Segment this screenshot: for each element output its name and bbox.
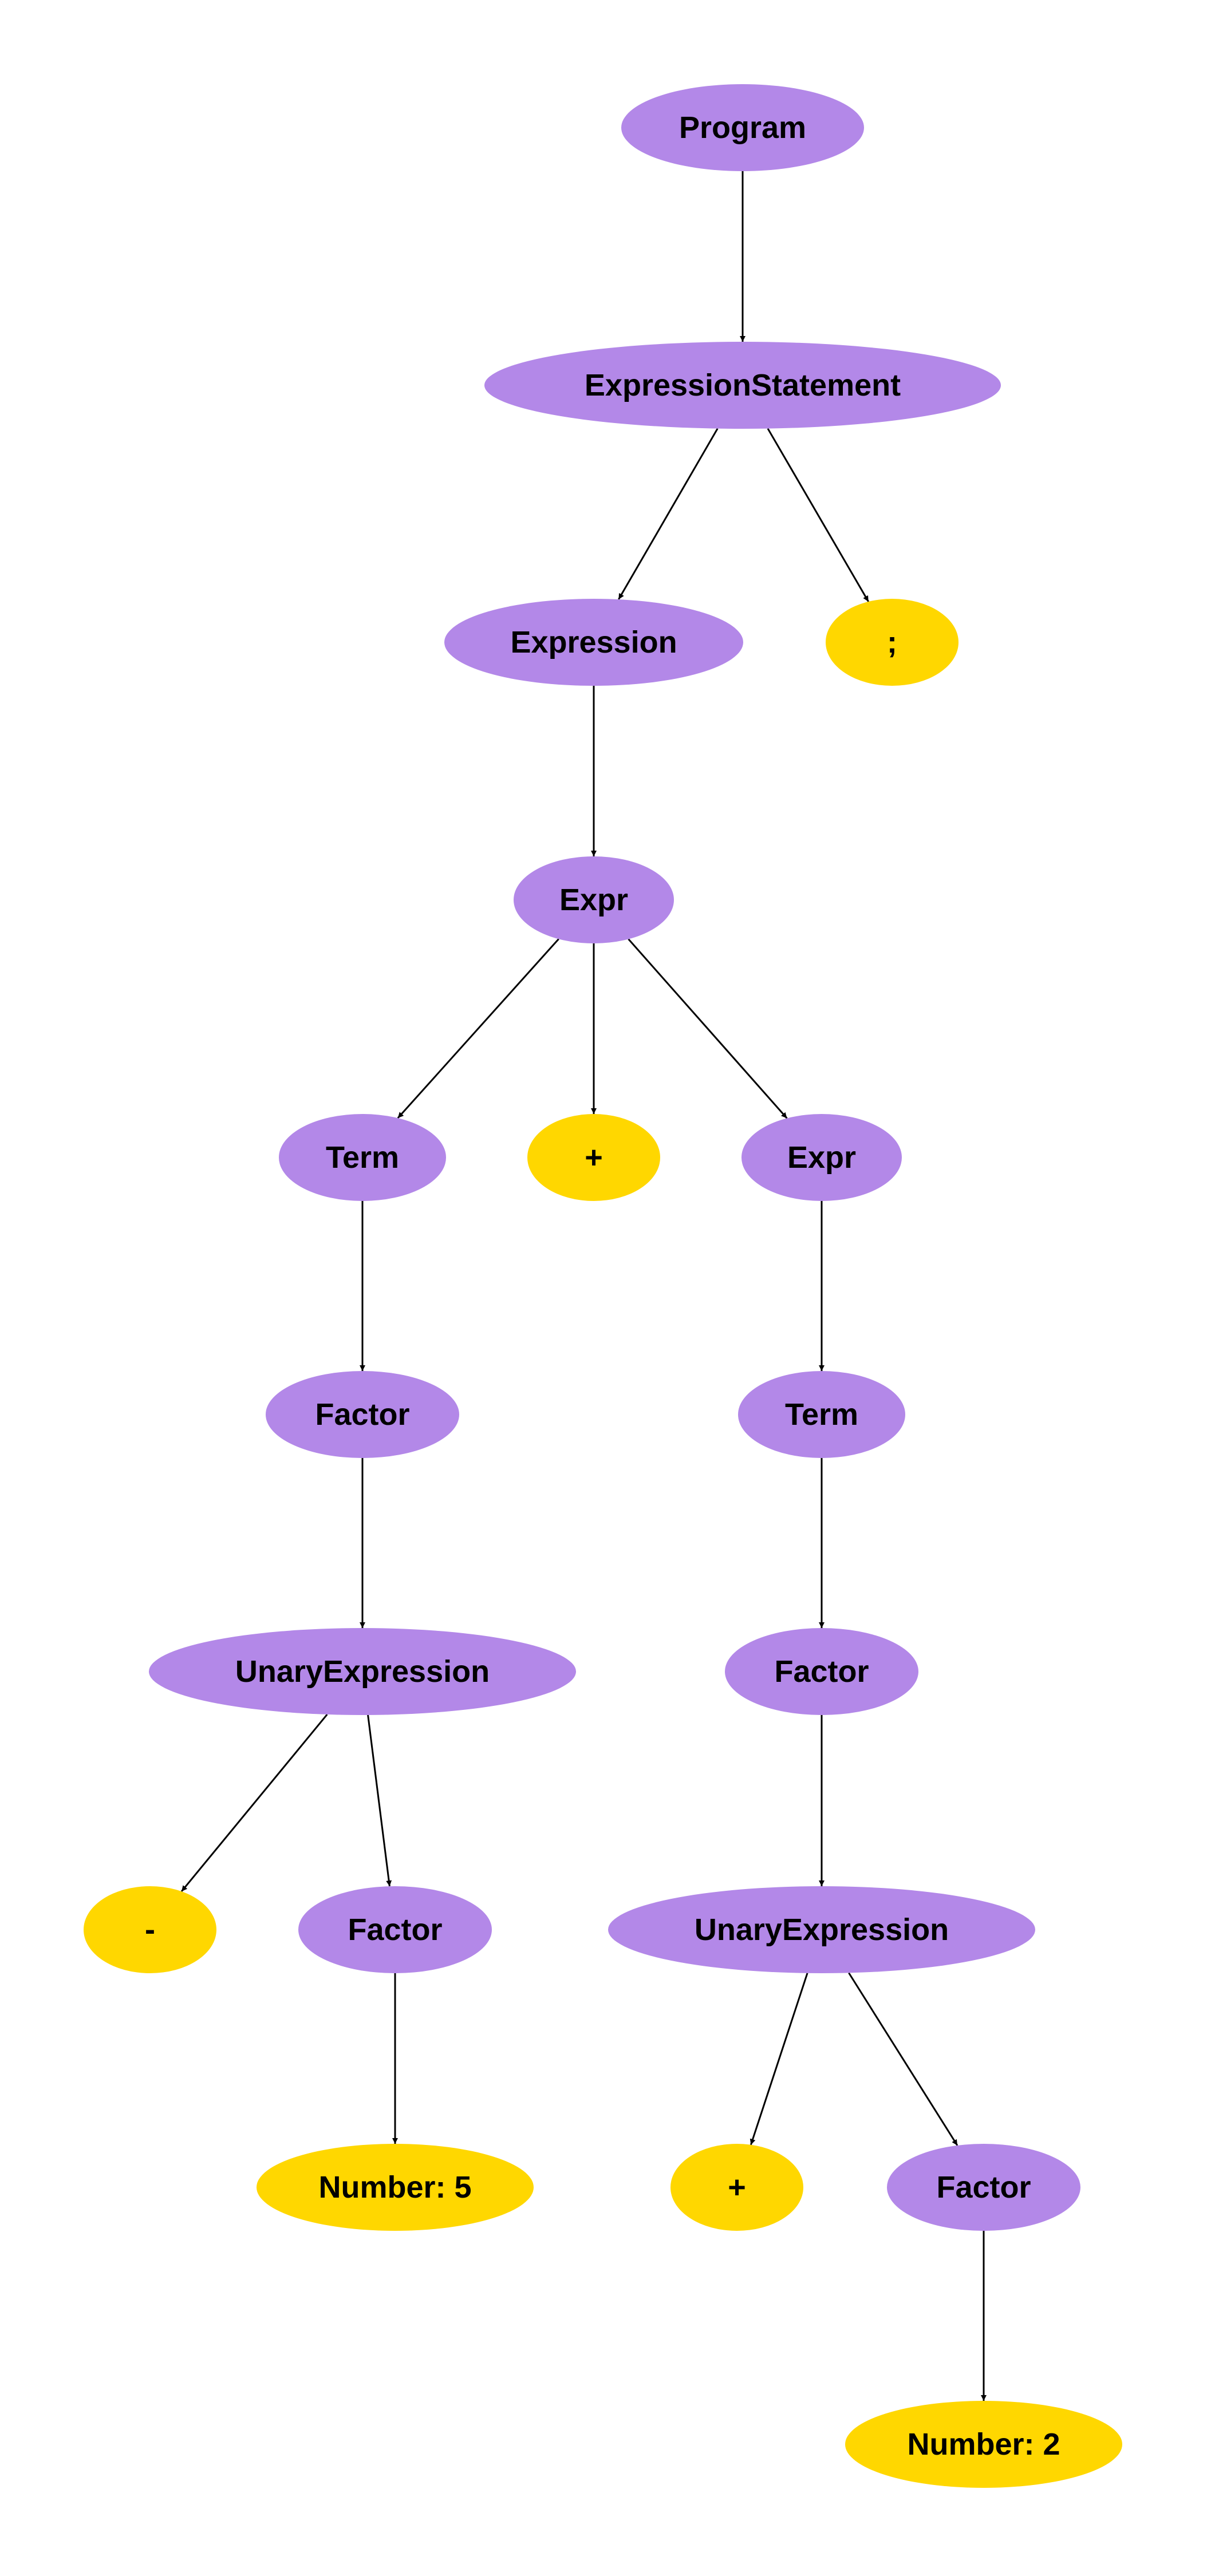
- node-plus-op-shape: [527, 1114, 660, 1201]
- node-minus-op-shape: [84, 1886, 216, 1973]
- node-number-5: Number: 5: [257, 2144, 534, 2231]
- node-expression-statement: ExpressionStatement: [484, 342, 1001, 429]
- node-plus-unary: +: [670, 2144, 803, 2231]
- node-expr-root-label: Expr: [559, 883, 628, 917]
- node-minus-op: -: [84, 1886, 216, 1973]
- node-program-label: Program: [679, 110, 806, 145]
- node-program-shape: [621, 84, 864, 171]
- node-expr-right-label: Expr: [787, 1140, 856, 1175]
- node-factor-left-shape: [266, 1371, 459, 1458]
- node-number-2: Number: 2: [845, 2401, 1122, 2488]
- node-factor-left-inner: Factor: [298, 1886, 492, 1973]
- node-expression-statement-shape: [484, 342, 1001, 429]
- node-expr-root-shape: [514, 856, 674, 943]
- node-program: Program: [621, 84, 864, 171]
- node-term-left-label: Term: [326, 1140, 399, 1175]
- edge-expr-root-to-term-left: [397, 938, 559, 1119]
- edge-unary-left-to-factor-left-inner: [367, 1714, 392, 1887]
- edge-expression-statement-to-expression: [618, 428, 719, 600]
- edge-expr-root-to-expr-right: [628, 938, 788, 1119]
- node-number-5-label: Number: 5: [318, 2170, 471, 2204]
- node-expression-shape: [444, 599, 743, 686]
- node-expr-right-shape: [741, 1114, 902, 1201]
- node-factor-right-inner-shape: [887, 2144, 1080, 2231]
- node-unary-right-shape: [608, 1886, 1035, 1973]
- node-expression: Expression: [444, 599, 743, 686]
- node-term-left: Term: [279, 1114, 446, 1201]
- node-plus-unary-label: +: [728, 2170, 746, 2204]
- node-expression-label: Expression: [510, 625, 677, 659]
- node-semicolon: ;: [826, 599, 959, 686]
- node-semicolon-label: ;: [887, 625, 897, 659]
- node-plus-op-label: +: [585, 1140, 603, 1175]
- node-unary-right: UnaryExpression: [608, 1886, 1035, 1973]
- node-factor-left-inner-shape: [298, 1886, 492, 1973]
- node-factor-right-shape: [725, 1628, 918, 1715]
- node-minus-op-label: -: [145, 1913, 155, 1947]
- node-term-left-shape: [279, 1114, 446, 1201]
- node-factor-right-inner-label: Factor: [936, 2170, 1031, 2204]
- edge-expression-statement-to-semicolon: [767, 428, 870, 602]
- node-unary-left-shape: [149, 1628, 576, 1715]
- node-factor-left-label: Factor: [315, 1397, 409, 1432]
- node-expr-root: Expr: [514, 856, 674, 943]
- node-expression-statement-label: ExpressionStatement: [585, 368, 901, 402]
- node-term-right-label: Term: [785, 1397, 858, 1432]
- node-term-right-shape: [738, 1371, 905, 1458]
- node-number-2-label: Number: 2: [907, 2427, 1060, 2462]
- node-factor-right: Factor: [725, 1628, 918, 1715]
- node-factor-left-inner-label: Factor: [348, 1913, 442, 1947]
- node-number-2-shape: [845, 2401, 1122, 2488]
- edge-unary-right-to-plus-unary: [750, 1973, 808, 2146]
- node-unary-left: UnaryExpression: [149, 1628, 576, 1715]
- node-term-right: Term: [738, 1371, 905, 1458]
- node-factor-right-label: Factor: [774, 1654, 869, 1689]
- node-plus-op: +: [527, 1114, 660, 1201]
- edge-unary-left-to-minus-op: [180, 1714, 328, 1893]
- node-expr-right: Expr: [741, 1114, 902, 1201]
- node-factor-left: Factor: [266, 1371, 459, 1458]
- node-plus-unary-shape: [670, 2144, 803, 2231]
- node-unary-right-label: UnaryExpression: [695, 1913, 949, 1947]
- node-number-5-shape: [257, 2144, 534, 2231]
- edges-layer: [180, 171, 987, 2401]
- node-unary-left-label: UnaryExpression: [235, 1654, 490, 1689]
- node-semicolon-shape: [826, 599, 959, 686]
- node-factor-right-inner: Factor: [887, 2144, 1080, 2231]
- edge-unary-right-to-factor-right-inner: [848, 1972, 959, 2146]
